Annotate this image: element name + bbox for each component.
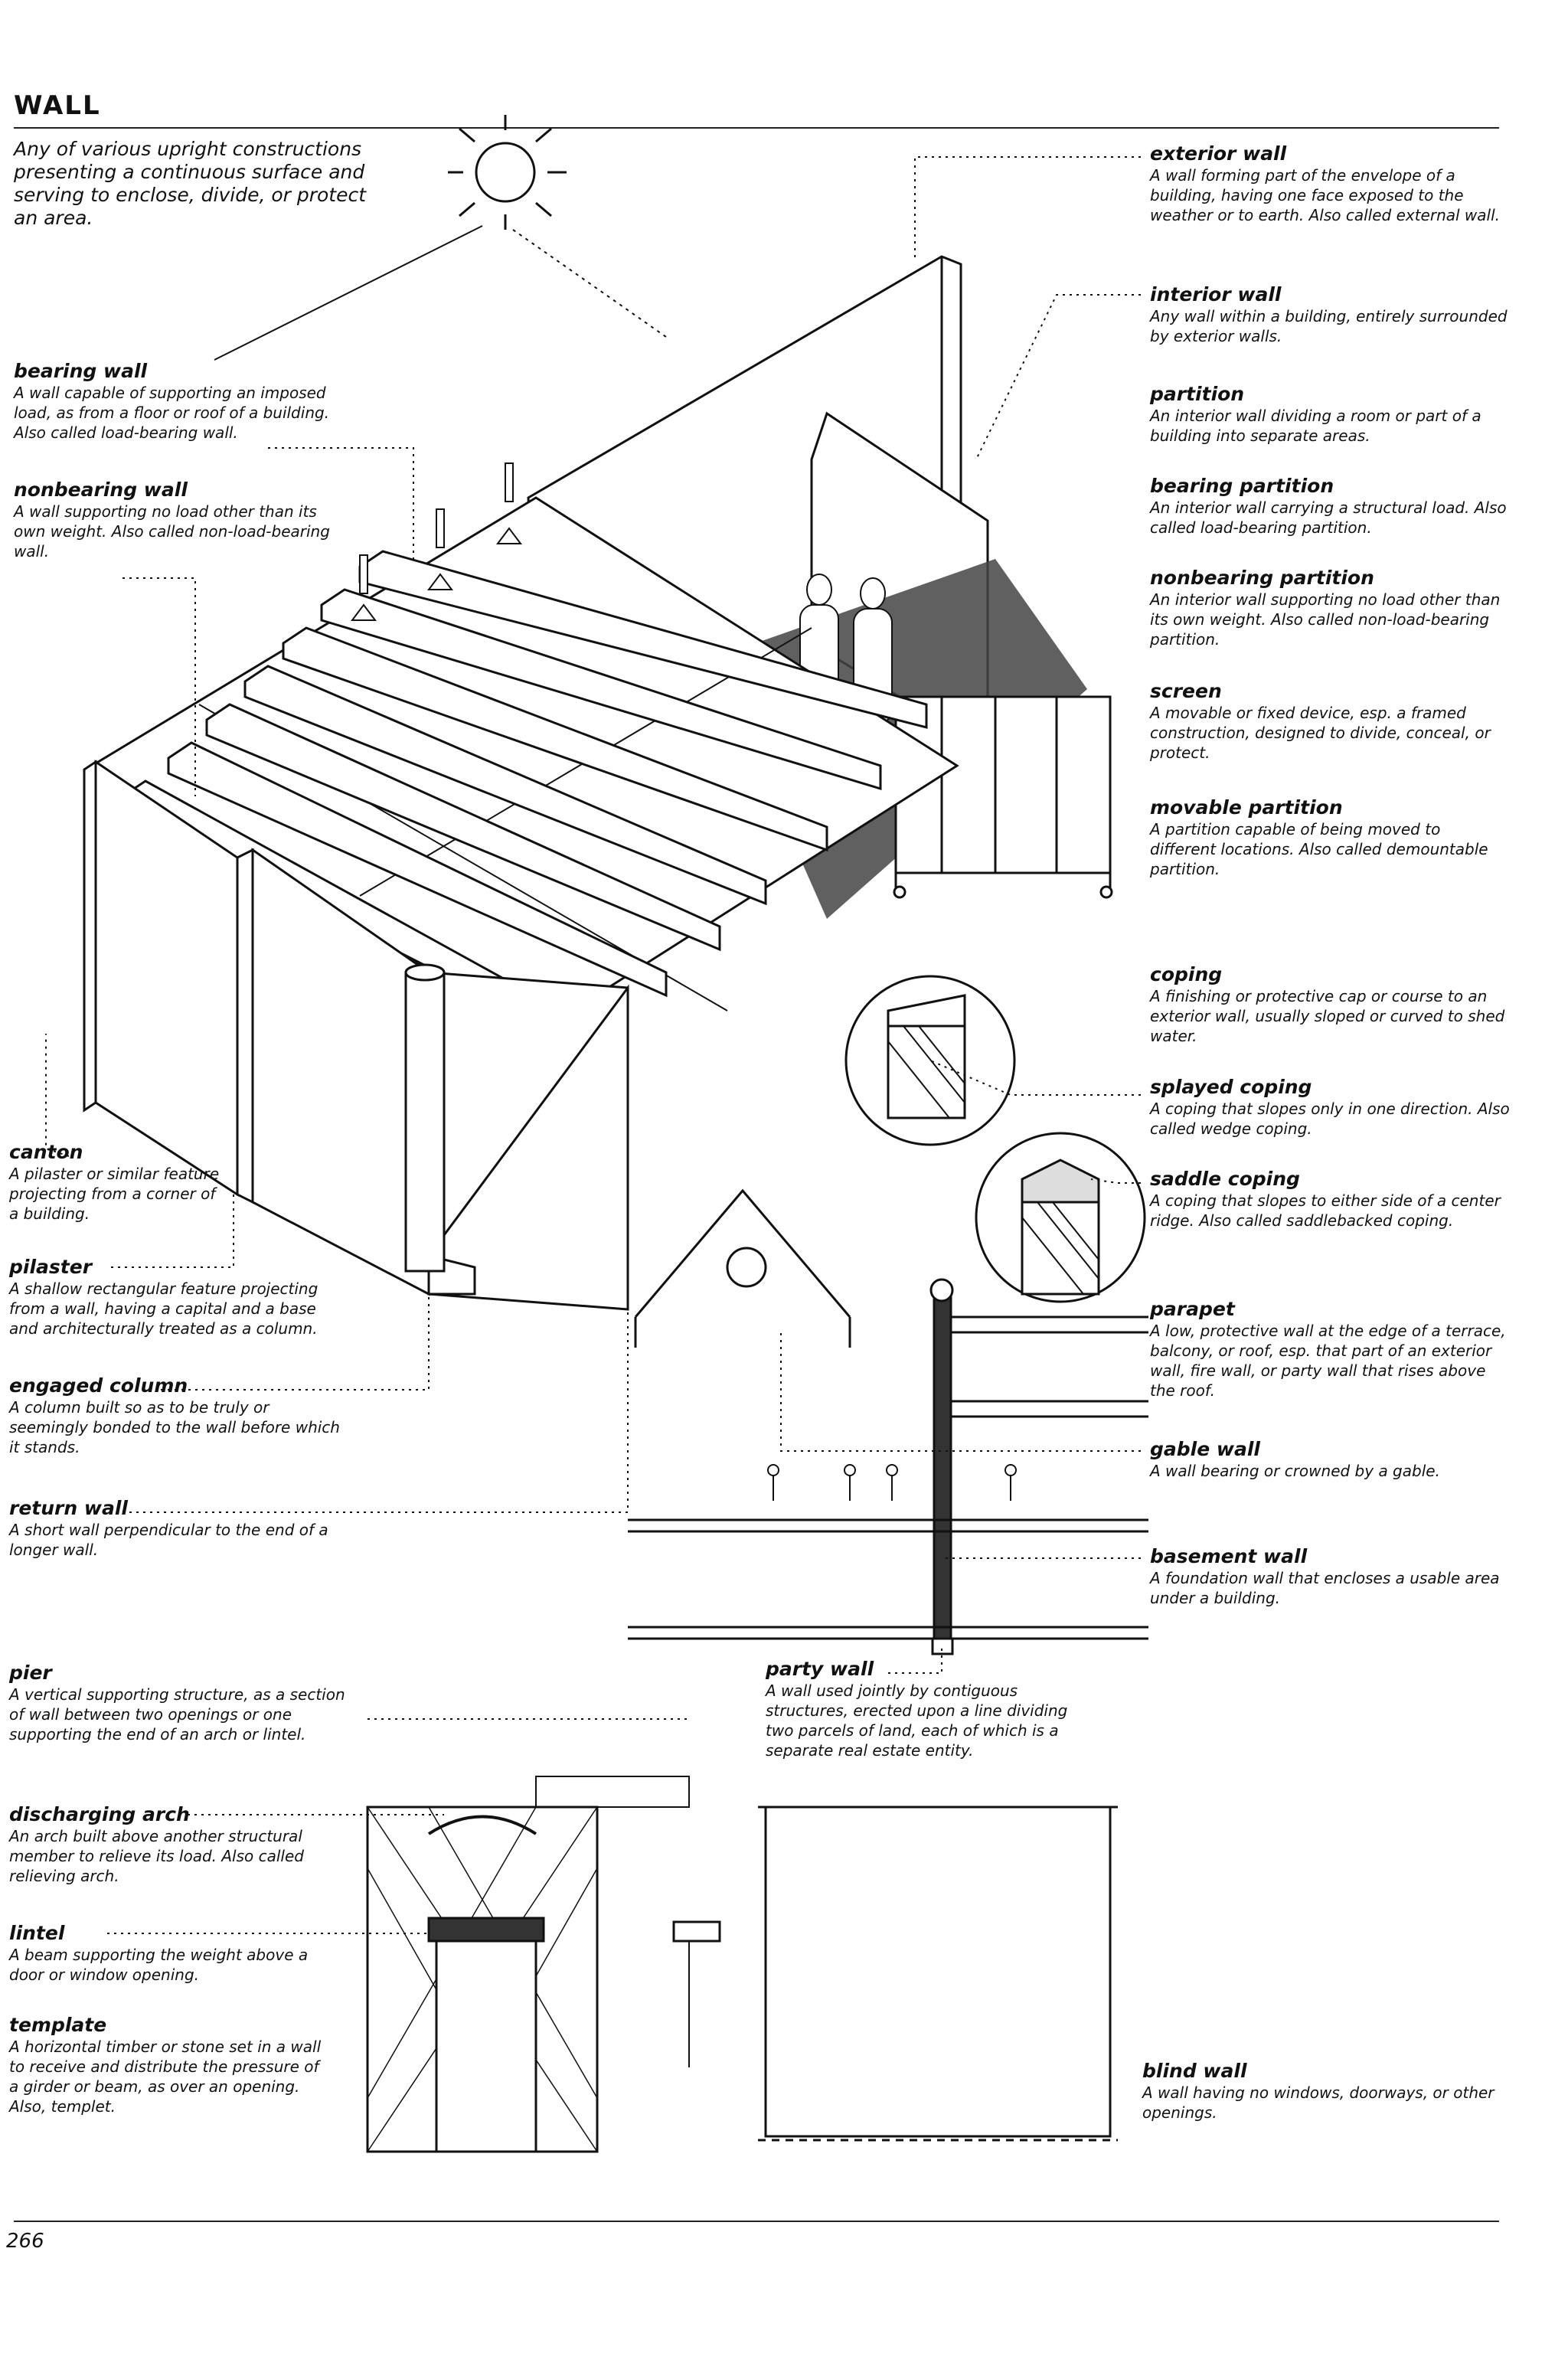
term-nonbearing-partition: nonbearing partition	[1150, 567, 1510, 590]
engaged-column-shape	[406, 965, 444, 1271]
footer-rule	[14, 2221, 1499, 2222]
def-lintel: A beam supporting the weight above a doo…	[9, 1945, 331, 1985]
def-bearing-wall: A wall capable of supporting an imposed …	[14, 383, 343, 443]
term-saddle-coping: saddle coping	[1150, 1168, 1510, 1191]
def-blind-wall: A wall having no windows, doorways, or o…	[1142, 2083, 1502, 2123]
entry-party-wall: party wall A wall used jointly by contig…	[766, 1658, 1087, 1760]
def-screen: A movable or fixed device, esp. a framed…	[1150, 703, 1510, 763]
entry-bearing-partition: bearing partition An interior wall carry…	[1150, 475, 1510, 538]
entry-partition: partition An interior wall dividing a ro…	[1150, 383, 1510, 446]
term-parapet: parapet	[1150, 1298, 1510, 1321]
entry-return-wall: return wall A short wall perpendicular t…	[9, 1497, 338, 1560]
def-movable-partition: A partition capable of being moved to di…	[1150, 819, 1510, 879]
def-nonbearing-partition: An interior wall supporting no load othe…	[1150, 590, 1510, 649]
term-exterior-wall: exterior wall	[1150, 142, 1510, 165]
sun-icon	[448, 115, 567, 230]
term-splayed-coping: splayed coping	[1150, 1076, 1510, 1099]
term-basement-wall: basement wall	[1150, 1545, 1510, 1568]
def-discharging-arch: An arch built above another structural m…	[9, 1826, 331, 1886]
entry-nonbearing-wall: nonbearing wall A wall supporting no loa…	[14, 479, 343, 561]
term-nonbearing-wall: nonbearing wall	[14, 479, 343, 502]
entry-gable-wall: gable wall A wall bearing or crowned by …	[1150, 1438, 1510, 1481]
def-interior-wall: Any wall within a building, entirely sur…	[1150, 306, 1510, 346]
term-gable-wall: gable wall	[1150, 1438, 1510, 1461]
def-pilaster: A shallow rectangular feature projecting…	[9, 1279, 346, 1338]
def-saddle-coping: A coping that slopes to either side of a…	[1150, 1191, 1510, 1230]
def-engaged-column: A column built so as to be truly or seem…	[9, 1397, 346, 1457]
term-party-wall: party wall	[766, 1658, 1087, 1681]
def-canton: A pilaster or similar feature projecting…	[9, 1164, 224, 1224]
def-party-wall: A wall used jointly by contiguous struct…	[766, 1681, 1087, 1760]
term-bearing-wall: bearing wall	[14, 360, 343, 383]
def-parapet: A low, protective wall at the edge of a …	[1150, 1321, 1510, 1400]
entry-canton: canton A pilaster or similar feature pro…	[9, 1141, 224, 1224]
def-exterior-wall: A wall forming part of the envelope of a…	[1150, 165, 1510, 225]
term-canton: canton	[9, 1141, 224, 1164]
term-coping: coping	[1150, 963, 1510, 986]
entry-engaged-column: engaged column A column built so as to b…	[9, 1374, 346, 1457]
def-splayed-coping: A coping that slopes only in one directi…	[1150, 1099, 1510, 1139]
def-basement-wall: A foundation wall that encloses a usable…	[1150, 1568, 1510, 1608]
entry-interior-wall: interior wall Any wall within a building…	[1150, 283, 1510, 346]
entry-lintel: lintel A beam supporting the weight abov…	[9, 1922, 331, 1985]
term-pier: pier	[9, 1662, 361, 1685]
term-bearing-partition: bearing partition	[1150, 475, 1510, 498]
term-engaged-column: engaged column	[9, 1374, 346, 1397]
def-template: A horizontal timber or stone set in a wa…	[9, 2037, 331, 2116]
entry-exterior-wall: exterior wall A wall forming part of the…	[1150, 142, 1510, 225]
entry-basement-wall: basement wall A foundation wall that enc…	[1150, 1545, 1510, 1608]
term-return-wall: return wall	[9, 1497, 338, 1520]
entry-saddle-coping: saddle coping A coping that slopes to ei…	[1150, 1168, 1510, 1230]
page-number: 266	[6, 2230, 44, 2253]
term-interior-wall: interior wall	[1150, 283, 1510, 306]
def-bearing-partition: An interior wall carrying a structural l…	[1150, 498, 1510, 538]
term-discharging-arch: discharging arch	[9, 1803, 331, 1826]
term-movable-partition: movable partition	[1150, 796, 1510, 819]
def-nonbearing-wall: A wall supporting no load other than its…	[14, 502, 343, 561]
def-return-wall: A short wall perpendicular to the end of…	[9, 1520, 338, 1560]
def-pier: A vertical supporting structure, as a se…	[9, 1685, 361, 1744]
def-gable-wall: A wall bearing or crowned by a gable.	[1150, 1461, 1510, 1481]
term-pilaster: pilaster	[9, 1256, 346, 1279]
saddle-coping-detail	[976, 1133, 1145, 1302]
def-partition: An interior wall dividing a room or part…	[1150, 406, 1510, 446]
entry-nonbearing-partition: nonbearing partition An interior wall su…	[1150, 567, 1510, 649]
entry-coping: coping A finishing or protective cap or …	[1150, 963, 1510, 1046]
term-partition: partition	[1150, 383, 1510, 406]
def-coping: A finishing or protective cap or course …	[1150, 986, 1510, 1046]
term-blind-wall: blind wall	[1142, 2060, 1502, 2083]
entry-bearing-wall: bearing wall A wall capable of supportin…	[14, 360, 343, 443]
entry-screen: screen A movable or fixed device, esp. a…	[1150, 680, 1510, 763]
entry-pilaster: pilaster A shallow rectangular feature p…	[9, 1256, 346, 1338]
term-template: template	[9, 2014, 331, 2037]
entry-parapet: parapet A low, protective wall at the ed…	[1150, 1298, 1510, 1400]
entry-movable-partition: movable partition A partition capable of…	[1150, 796, 1510, 879]
splayed-coping-detail	[846, 976, 1014, 1145]
term-screen: screen	[1150, 680, 1510, 703]
blind-wall-elevation	[758, 1807, 1118, 2140]
entry-pier: pier A vertical supporting structure, as…	[9, 1662, 361, 1744]
pier-elevation	[368, 1776, 720, 2152]
entry-splayed-coping: splayed coping A coping that slopes only…	[1150, 1076, 1510, 1139]
entry-discharging-arch: discharging arch An arch built above ano…	[9, 1803, 331, 1886]
entry-template: template A horizontal timber or stone se…	[9, 2014, 331, 2116]
term-lintel: lintel	[9, 1922, 331, 1945]
entry-blind-wall: blind wall A wall having no windows, doo…	[1142, 2060, 1502, 2123]
